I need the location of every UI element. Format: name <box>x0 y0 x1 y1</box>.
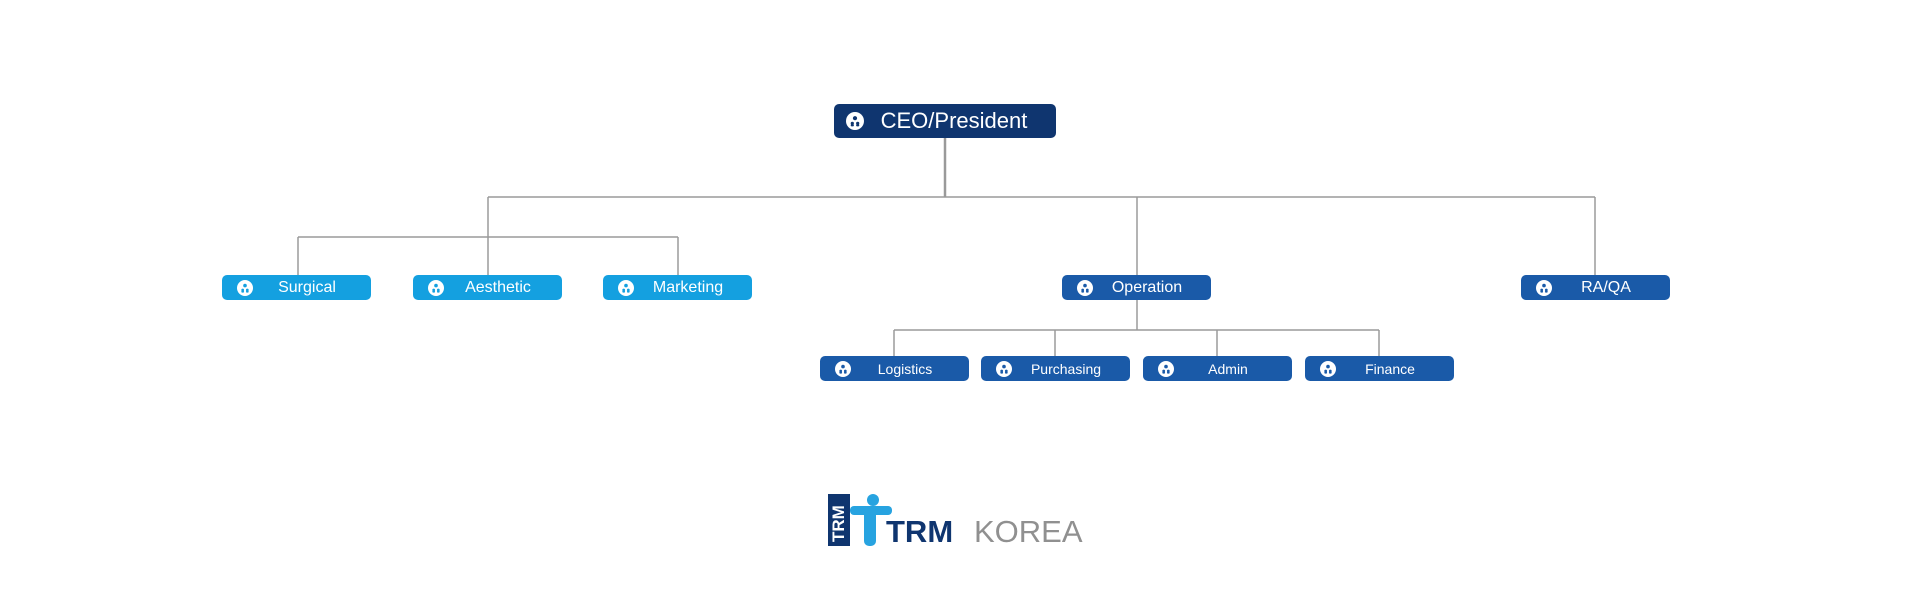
dept-surgical-box: Surgical <box>222 275 371 300</box>
logo-word-light: KOREA <box>974 514 1083 546</box>
logo-word-bold: TRM <box>886 514 953 546</box>
ceo-label: CEO/President <box>880 108 1028 133</box>
person-group-icon <box>846 112 864 130</box>
unit-logistics-box: Logistics <box>820 356 969 381</box>
unit-admin-box: Admin <box>1143 356 1292 381</box>
person-group-icon <box>428 279 444 296</box>
dept-label: Operation <box>1111 278 1183 296</box>
dept-label: Surgical <box>278 278 336 296</box>
person-group-icon <box>996 360 1012 377</box>
logo-vertical-text: TRM <box>829 505 848 542</box>
person-group-icon <box>1077 279 1093 296</box>
dept-operation-box: Operation <box>1062 275 1211 300</box>
ceo-box: CEO/President <box>834 104 1056 138</box>
unit-finance-box: Finance <box>1305 356 1454 381</box>
person-group-icon <box>1320 360 1336 377</box>
dept-raqa-box: RA/QA <box>1521 275 1670 300</box>
dept-label: Marketing <box>652 278 724 296</box>
person-group-icon <box>618 279 634 296</box>
unit-label: Admin <box>1208 360 1248 377</box>
unit-label: Finance <box>1365 360 1415 377</box>
person-group-icon <box>1536 279 1552 296</box>
person-group-icon <box>1158 360 1174 377</box>
logo-mark: TRM TRM KOREA <box>828 494 1083 549</box>
trm-korea-logo: TRM TRM KOREA <box>828 494 1108 549</box>
dept-marketing-box: Marketing <box>603 275 752 300</box>
unit-label: Logistics <box>877 360 933 377</box>
person-group-icon <box>835 360 851 377</box>
dept-label: Aesthetic <box>465 278 531 296</box>
unit-purchasing-box: Purchasing <box>981 356 1130 381</box>
dept-aesthetic-box: Aesthetic <box>413 275 562 300</box>
person-group-icon <box>237 279 253 296</box>
unit-label: Purchasing <box>1030 360 1102 377</box>
dept-label: RA/QA <box>1581 278 1631 296</box>
